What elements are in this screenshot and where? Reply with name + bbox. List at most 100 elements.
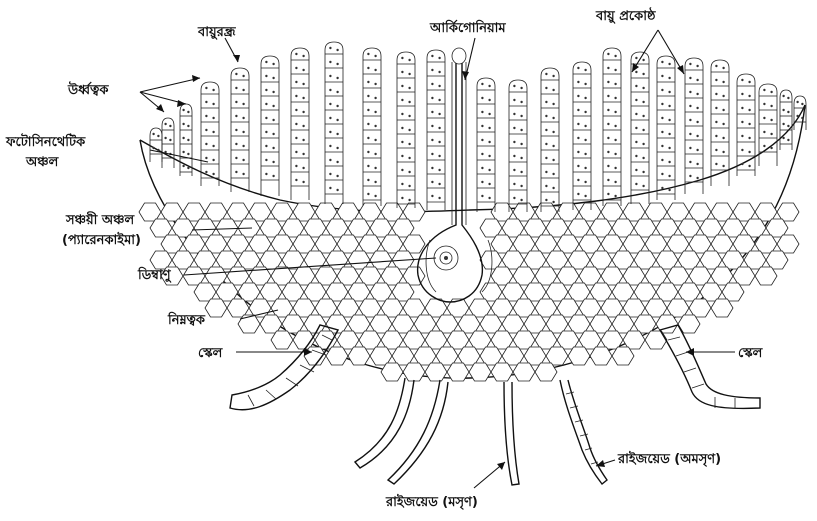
parenchyma-cell xyxy=(612,251,634,269)
parenchyma-cell xyxy=(381,267,403,285)
parenchyma-cell xyxy=(359,299,381,317)
parenchyma-cell xyxy=(579,203,601,221)
rhizoids xyxy=(355,378,607,485)
parenchyma-cell xyxy=(403,363,425,381)
filament-column xyxy=(685,58,703,194)
archegonium xyxy=(418,48,492,302)
parenchyma-cell xyxy=(326,251,348,269)
parenchyma-cell xyxy=(568,315,590,333)
filament-column xyxy=(150,128,162,162)
parenchyma-cell xyxy=(227,203,249,221)
parenchyma-cell xyxy=(502,315,524,333)
parenchyma-cell xyxy=(238,315,260,333)
parenchyma-cell xyxy=(403,235,425,253)
label-storage-zone-line2: (প্যারেনকাইমা) xyxy=(62,231,141,248)
parenchyma-cell xyxy=(590,251,612,269)
parenchyma-cell xyxy=(205,299,227,317)
parenchyma-cell xyxy=(700,251,722,269)
parenchyma-cell xyxy=(513,235,535,253)
parenchyma-cell xyxy=(304,315,326,333)
parenchyma-cell xyxy=(425,331,447,349)
parenchyma-cell xyxy=(381,203,403,221)
parenchyma-cell xyxy=(480,315,502,333)
parenchyma-cell xyxy=(359,203,381,221)
parenchyma-cell xyxy=(304,283,326,301)
parenchyma-cell xyxy=(513,267,535,285)
filament-column xyxy=(711,60,729,186)
parenchyma-cell xyxy=(568,251,590,269)
parenchyma-cell xyxy=(777,203,799,221)
parenchyma-cell xyxy=(150,219,172,237)
parenchyma-cell xyxy=(678,219,700,237)
parenchyma-cell xyxy=(546,315,568,333)
parenchyma-cell xyxy=(337,267,359,285)
parenchyma-cell xyxy=(271,267,293,285)
parenchyma-cell xyxy=(667,235,689,253)
parenchyma-cell xyxy=(535,235,557,253)
parenchyma-cell xyxy=(722,251,744,269)
parenchyma-cell xyxy=(557,331,579,349)
parenchyma-cell xyxy=(260,251,282,269)
parenchyma-cell xyxy=(293,235,315,253)
parenchyma-cell xyxy=(348,219,370,237)
parenchyma-cell xyxy=(601,267,623,285)
parenchyma-cell xyxy=(370,315,392,333)
parenchyma-cell xyxy=(370,251,392,269)
filament-column xyxy=(631,52,649,204)
parenchyma-cell xyxy=(348,251,370,269)
parenchyma-cell xyxy=(205,235,227,253)
parenchyma-cell xyxy=(568,219,590,237)
filament-column xyxy=(737,74,755,176)
filament-column xyxy=(477,78,495,212)
parenchyma-cell xyxy=(414,315,436,333)
parenchyma-cell xyxy=(282,283,304,301)
parenchyma-cell xyxy=(535,299,557,317)
parenchyma-cell xyxy=(656,283,678,301)
parenchyma-cell xyxy=(590,315,612,333)
parenchyma-cell xyxy=(579,267,601,285)
parenchyma-cell xyxy=(271,203,293,221)
parenchyma-cell xyxy=(392,219,414,237)
parenchyma-cell xyxy=(205,203,227,221)
parenchyma-cell xyxy=(579,331,601,349)
parenchyma-cell xyxy=(612,347,634,365)
label-rhizoid-smooth: রাইজয়েড (মসৃণ) xyxy=(385,493,478,511)
filament-column xyxy=(603,48,621,206)
parenchyma-cell xyxy=(513,203,535,221)
parenchyma-cell xyxy=(150,251,172,269)
parenchyma-cell xyxy=(722,219,744,237)
parenchyma-cell xyxy=(590,347,612,365)
label-archegonium: আর্কিগোনিয়াম xyxy=(429,19,506,36)
parenchyma-cell xyxy=(645,203,667,221)
filament-column xyxy=(325,42,343,204)
parenchyma-cell xyxy=(700,283,722,301)
parenchyma-cell xyxy=(568,283,590,301)
filament-column xyxy=(509,80,527,212)
parenchyma-cell xyxy=(634,251,656,269)
parenchyma-cell xyxy=(326,219,348,237)
parenchyma-cell xyxy=(623,203,645,221)
parenchyma-cell xyxy=(733,203,755,221)
parenchyma-cell xyxy=(491,363,513,381)
filament-column xyxy=(573,62,591,210)
parenchyma-cell xyxy=(447,331,469,349)
parenchyma-cell xyxy=(381,363,403,381)
parenchyma-cell xyxy=(348,347,370,365)
parenchyma-cell xyxy=(634,219,656,237)
parenchyma-cell xyxy=(469,299,491,317)
parenchyma-cell xyxy=(392,315,414,333)
parenchyma-cell xyxy=(260,283,282,301)
parenchyma-cell xyxy=(546,347,568,365)
parenchyma-cell xyxy=(535,331,557,349)
parenchyma-cell xyxy=(645,267,667,285)
parenchyma-cell xyxy=(711,267,733,285)
parenchyma-cell xyxy=(326,347,348,365)
parenchyma-cell xyxy=(436,347,458,365)
label-lower-epidermis: নিম্নত্বক xyxy=(167,311,206,328)
parenchyma-cell xyxy=(403,267,425,285)
parenchyma-cell xyxy=(524,251,546,269)
parenchyma-cell xyxy=(381,331,403,349)
filament-column xyxy=(657,56,675,200)
parenchyma-cell xyxy=(744,219,766,237)
parenchyma-cell xyxy=(414,347,436,365)
